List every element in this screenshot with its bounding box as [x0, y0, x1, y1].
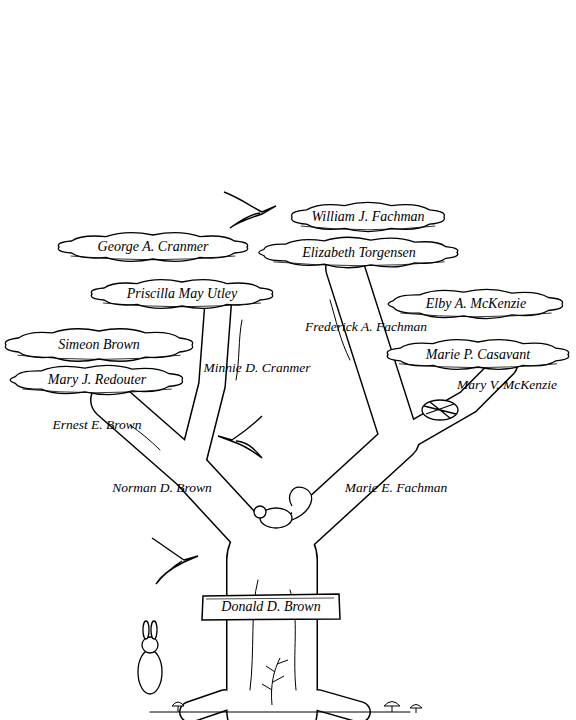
cloud-box: George A. Cranmer: [55, 232, 251, 262]
rabbit-head: [142, 637, 158, 653]
cloud-box: Elby A. McKenzie: [386, 289, 566, 319]
person-name: William J. Fachman: [288, 202, 448, 232]
cloud-shade: [273, 262, 444, 266]
branch-name: Frederick A. Fachman: [305, 319, 427, 335]
branch: [402, 365, 505, 440]
person-name: Priscilla May Utley: [88, 279, 276, 309]
bark-lines: [130, 300, 410, 712]
fern-frond: [262, 658, 288, 705]
branch-name: Minnie D. Cranmer: [204, 360, 311, 376]
cloud-box: William J. Fachman: [288, 202, 448, 232]
branch-name: Marie E. Fachman: [345, 480, 447, 496]
cloud-shade: [103, 303, 261, 307]
fern: [262, 658, 288, 705]
rabbit-ear: [143, 621, 149, 639]
trunk: [226, 560, 318, 710]
squirrel-tail: [290, 487, 312, 520]
bird: [152, 538, 198, 584]
bird: [224, 192, 276, 228]
trunk: [228, 560, 317, 710]
cloud-shade: [71, 256, 236, 260]
root: [190, 700, 225, 712]
rabbit: [138, 621, 162, 694]
cloud-shade: [400, 313, 551, 317]
nest-bowl: [422, 400, 458, 420]
branch: [282, 268, 400, 548]
ground: [150, 712, 410, 713]
cloud-shade: [22, 389, 172, 393]
name-sign: Donald D. Brown: [200, 592, 342, 622]
nest: [422, 400, 458, 420]
root: [318, 700, 360, 712]
cloud-shade: [18, 355, 181, 359]
branch: [282, 268, 400, 548]
mushroom: [410, 705, 422, 714]
cloud-box: Marie P. Casavant: [384, 339, 572, 370]
branch: [402, 365, 505, 440]
rabbit-body: [138, 650, 162, 694]
person-name: Elby A. McKenzie: [386, 289, 566, 319]
bird: [218, 416, 262, 458]
mushroom: [384, 702, 400, 713]
branch-name: Norman D. Brown: [112, 480, 212, 496]
person-name: Marie P. Casavant: [384, 339, 572, 370]
branch: [190, 305, 218, 472]
squirrel-head: [254, 506, 266, 518]
branch-name: Mary V. McKenzie: [457, 377, 557, 393]
cloud-shade: [301, 226, 435, 230]
cloud-box: Mary J. Redouter: [8, 365, 186, 395]
nest-twigs: [424, 402, 456, 418]
rabbit-ear: [151, 621, 157, 639]
mushrooms: [172, 702, 422, 714]
root: [318, 700, 360, 712]
person-name: George A. Cranmer: [55, 232, 251, 262]
cloud-box: Priscilla May Utley: [88, 279, 276, 309]
person-name: Elizabeth Torgensen: [257, 237, 461, 268]
cloud-shade: [399, 364, 557, 368]
wood-grain: [206, 598, 334, 599]
cloud-box: Simeon Brown: [2, 328, 196, 362]
person-name: Simeon Brown: [2, 328, 196, 362]
root: [190, 700, 225, 712]
squirrel: [254, 487, 312, 528]
cloud-box: Elizabeth Torgensen: [257, 237, 461, 268]
person-name: Mary J. Redouter: [8, 365, 186, 395]
mushroom: [172, 702, 184, 712]
branch: [190, 305, 218, 472]
branch-name: Ernest E. Brown: [52, 417, 141, 433]
person-name: Donald D. Brown: [200, 592, 342, 622]
